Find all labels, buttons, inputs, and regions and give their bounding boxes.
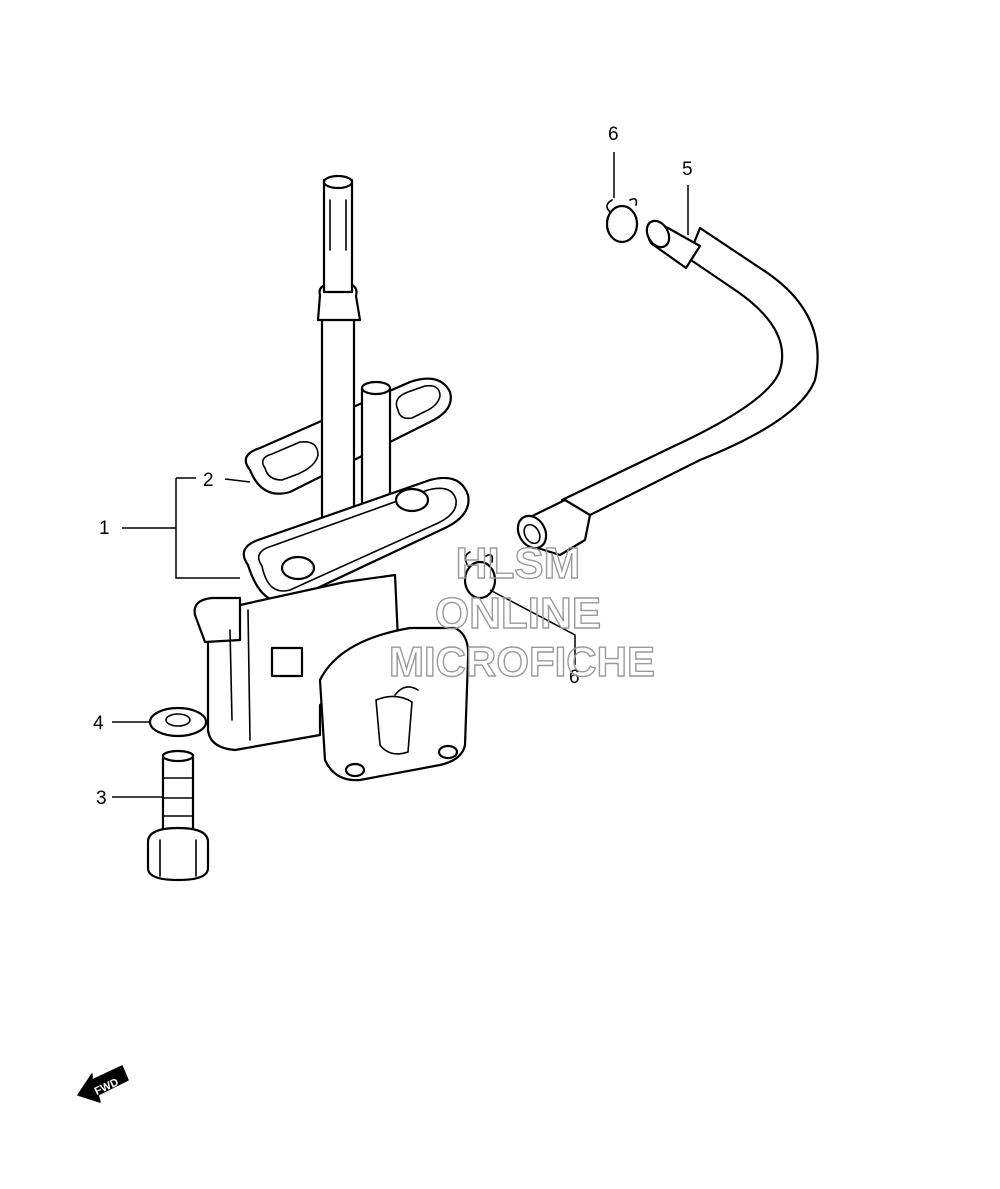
callout-6-lower: 6: [569, 667, 580, 688]
callout-3: 3: [96, 788, 107, 809]
washer: [148, 706, 208, 738]
callout-1: 1: [99, 518, 110, 539]
callout-6-upper: 6: [608, 124, 619, 145]
watermark-line-1: HLSM: [456, 539, 581, 588]
callout-2: 2: [203, 470, 214, 491]
watermark-line-3: MICROFICHE: [389, 638, 655, 685]
hose-clip-upper: [605, 198, 639, 244]
forward-arrow-icon: FWD: [77, 1065, 129, 1103]
screw: [146, 749, 210, 882]
callout-4: 4: [93, 713, 104, 734]
watermark: HLSM ONLINE MICROFICHE: [388, 538, 655, 685]
callout-5: 5: [682, 159, 693, 180]
hose-clip-lower: [463, 551, 497, 600]
watermark-line-2: ONLINE: [435, 589, 601, 638]
leader-lines: [112, 152, 689, 798]
fuel-hose: [516, 219, 819, 557]
fuel-cock-assembly: [193, 174, 470, 782]
